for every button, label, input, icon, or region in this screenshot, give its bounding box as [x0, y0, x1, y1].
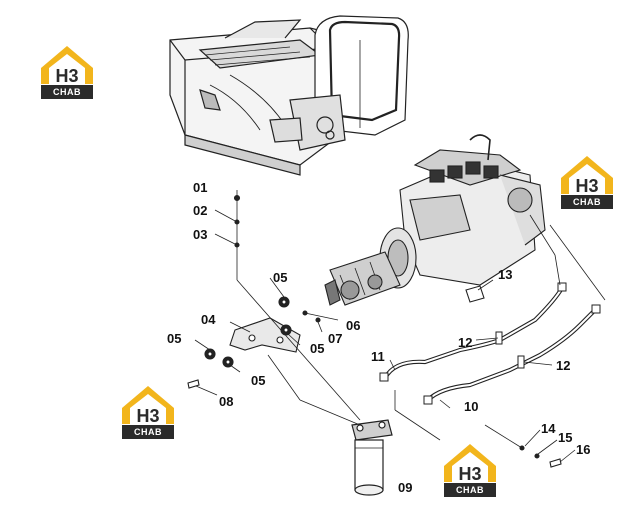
callout-07: 07	[328, 331, 343, 346]
callout-08: 08	[219, 394, 234, 409]
callout-09: 09	[398, 480, 413, 495]
brand-logo-icon: H3	[561, 156, 613, 209]
callout-05-lower: 05	[251, 373, 266, 388]
svg-text:H3: H3	[136, 406, 159, 426]
brand-logo-right: H3 CHAB	[557, 152, 617, 212]
callout-14: 14	[541, 421, 556, 436]
callout-06: 06	[346, 318, 361, 333]
callout-05-middle: 05	[310, 341, 325, 356]
callout-10: 10	[464, 399, 479, 414]
svg-text:H3: H3	[575, 176, 598, 196]
fuel-filter-illustration	[351, 419, 393, 496]
brand-wordmark: CHAB	[134, 427, 162, 437]
callout-01: 01	[193, 180, 208, 195]
hoses-illustration	[379, 282, 601, 405]
engine-illustration	[324, 134, 546, 306]
svg-text:H3: H3	[458, 464, 481, 484]
brand-wordmark: CHAB	[53, 87, 81, 97]
excavator-illustration	[169, 15, 409, 176]
callout-13: 13	[498, 267, 513, 282]
callout-03: 03	[193, 227, 208, 242]
brand-logo-icon: H3	[122, 386, 174, 439]
brand-wordmark: CHAB	[573, 197, 601, 207]
callout-02: 02	[193, 203, 208, 218]
brand-logo-bottom-center: H3 CHAB	[440, 440, 500, 500]
brand-wordmark: CHAB	[456, 485, 484, 495]
leader-lines	[194, 190, 606, 463]
callout-11: 11	[371, 349, 385, 364]
svg-text:H3: H3	[55, 66, 78, 86]
callout-12-upper: 12	[458, 335, 473, 350]
brand-logo-bottom-left: H3 CHAB	[118, 382, 178, 442]
brand-logo-icon: H3	[41, 46, 93, 99]
callout-05-upper: 05	[273, 270, 288, 285]
brand-logo-top-left: H3 CHAB	[37, 42, 97, 102]
callout-16: 16	[576, 442, 591, 457]
callout-04: 04	[201, 312, 216, 327]
brand-logo-icon: H3	[444, 444, 496, 497]
callout-15: 15	[558, 430, 573, 445]
callout-05-left: 05	[167, 331, 182, 346]
callout-12-lower: 12	[556, 358, 571, 373]
